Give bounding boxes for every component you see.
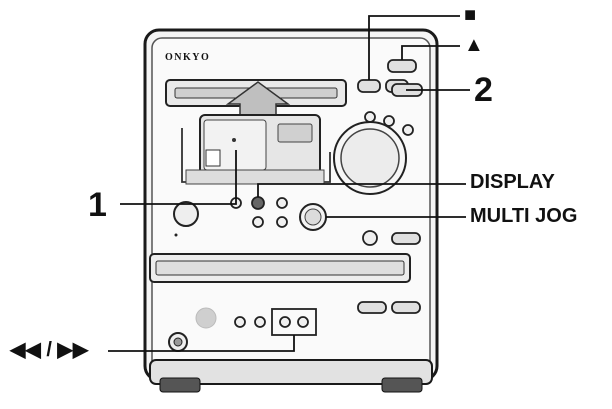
round-button[interactable] [402, 124, 414, 136]
headphone-jack[interactable] [362, 230, 378, 246]
eject-icon: ▲ [464, 34, 484, 56]
stop-button[interactable] [357, 79, 381, 93]
label-display: DISPLAY [470, 171, 555, 193]
volume-knob[interactable] [333, 121, 407, 195]
round-button[interactable] [364, 111, 376, 123]
callout-line-skip [108, 335, 295, 352]
skip-icon: ◀◀ / ▶▶ [10, 339, 89, 361]
display-window [181, 128, 331, 185]
stop-icon: ■ [464, 4, 477, 26]
round-button[interactable] [252, 216, 264, 228]
round-button[interactable] [234, 316, 246, 328]
phones-jack[interactable] [168, 332, 188, 352]
indicator-dot [174, 233, 178, 237]
pill-button[interactable] [357, 301, 387, 314]
power-button[interactable] [173, 201, 199, 227]
minidisc-cartridge [199, 114, 321, 178]
round-button[interactable] [383, 115, 395, 127]
label-two: 2 [474, 71, 493, 109]
callout-lines [108, 15, 470, 352]
skip-back-button[interactable] [279, 316, 291, 328]
skip-buttons-group[interactable] [271, 308, 317, 336]
round-button[interactable] [276, 216, 288, 228]
brand-logo: ONKYO [165, 52, 210, 63]
display-button[interactable] [251, 196, 265, 210]
skip-forward-button[interactable] [297, 316, 309, 328]
eject-button[interactable] [387, 59, 417, 73]
label-one: 1 [88, 186, 107, 224]
callout-line-1 [120, 150, 237, 205]
label-multi-jog: MULTI JOG [470, 205, 578, 227]
multi-jog-dial[interactable] [299, 203, 327, 231]
remote-sensor [195, 307, 217, 329]
cd-tray[interactable] [149, 253, 411, 283]
callout-line-eject [401, 45, 460, 60]
callout-line-stop [368, 15, 460, 80]
round-button[interactable] [254, 316, 266, 328]
pill-button[interactable] [391, 301, 421, 314]
pill-button[interactable] [391, 232, 421, 245]
round-button[interactable] [276, 197, 288, 209]
callout-line-display [257, 183, 466, 197]
